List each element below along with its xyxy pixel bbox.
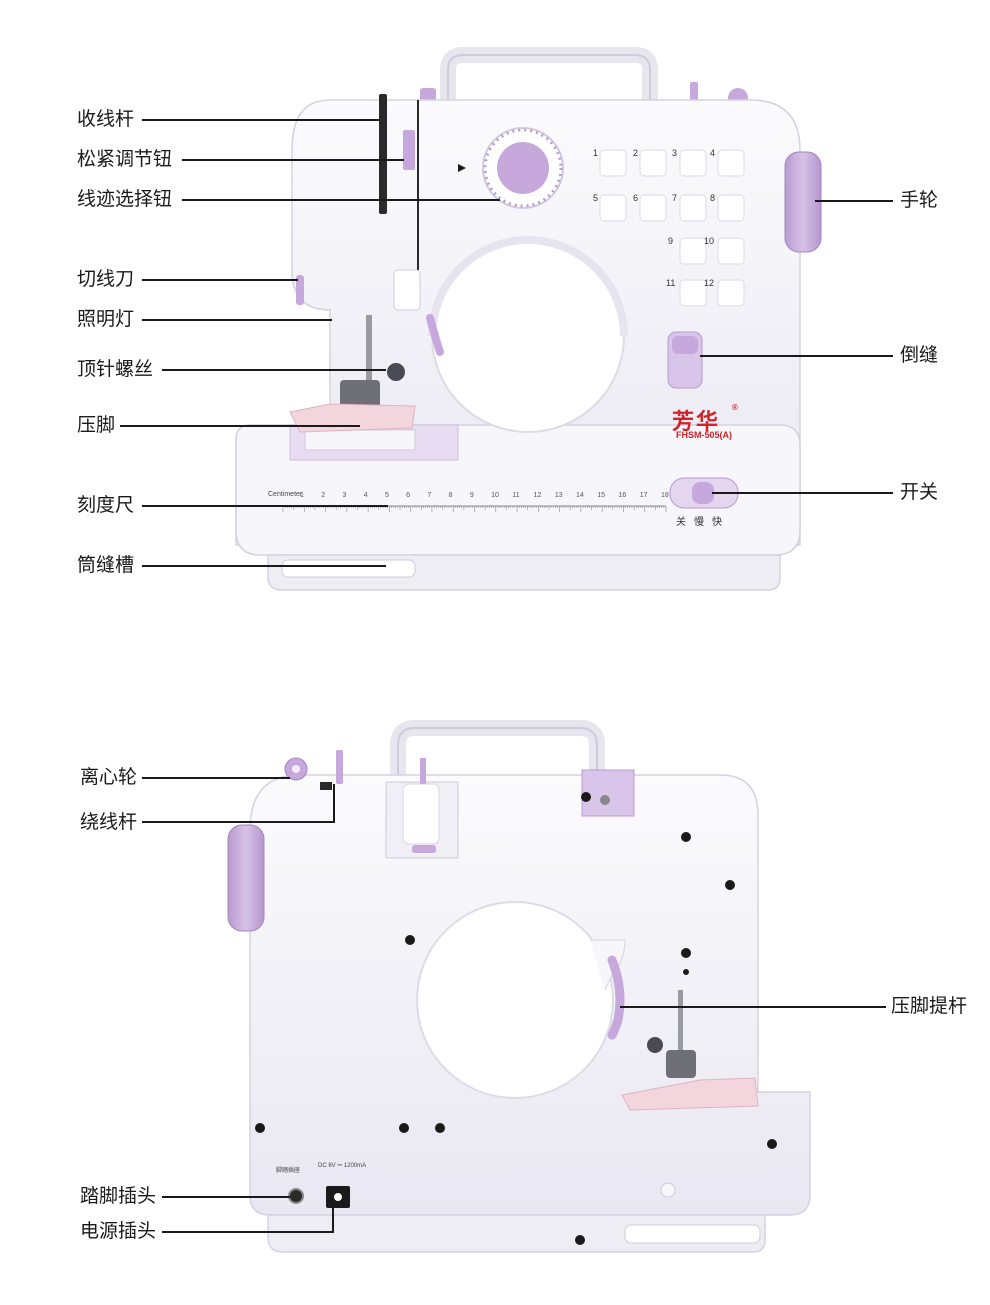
front-spool-pin-left [420,88,436,102]
back-body [249,774,811,1216]
stitch-number: 6 [633,193,639,203]
leader-needle-screw [162,369,386,371]
label-spool-wheel: 离心轮 [80,766,138,788]
label-foot-pedal-jack: 踏脚插头 [80,1185,157,1207]
ruler-number: 14 [576,492,584,499]
leader-power-jack-vertical [332,1206,334,1232]
leader-tension-dial [182,159,404,161]
stitch-number: 3 [672,148,678,158]
leader-spool-wheel [142,777,290,779]
leader-bobbin-winder-vertical [333,784,335,822]
ruler-unit: Centimeter [268,491,303,498]
stitch-number: 2 [633,148,639,158]
stitch-selector-dial [458,127,564,209]
front-spool-pin-right [690,82,698,104]
pedal-jack-shape [288,1188,304,1204]
stitch-number: 9 [668,236,674,246]
leader-light [142,319,332,321]
back-handwheel-shape [227,824,265,932]
label-presser-lifter: 压脚提杆 [891,995,968,1017]
stitch-number: 1 [593,148,599,158]
fabric-front [289,403,416,433]
switch-settings-text: 关慢快 [676,517,730,528]
label-light: 照明灯 [77,308,135,330]
ruler-number: 16 [618,492,627,499]
leader-presser-foot [120,425,360,427]
ruler-number: 5 [384,492,389,499]
leader-stitch-selector [182,199,500,201]
stitch-number: 5 [593,193,599,203]
leader-presser-lifter [620,1006,886,1008]
ruler-number: 15 [597,492,606,499]
takeup-lever-shape [379,94,387,214]
brand-logo-text: 芳华 [672,409,721,435]
label-power-switch: 开关 [900,481,939,503]
ruler-number: 6 [406,492,411,499]
brand-registered-mark: ® [732,403,738,412]
leader-reverse [700,355,893,357]
stitch-pattern-grid [599,149,745,307]
leader-thread-cutter [142,279,298,281]
ruler-number: 17 [639,492,648,499]
leader-handwheel [815,200,893,202]
tension-dial-shape [403,130,415,170]
ruler-number: 3 [342,492,347,499]
pedal-jack-text: 脚踏插座 [276,1168,301,1174]
leader-ruler [142,505,388,507]
leader-thread-takeup-lever [142,119,380,121]
needle-bar-shape [366,315,372,385]
ruler-number: 7 [427,492,432,499]
label-thread-cutter: 切线刀 [77,268,135,290]
ruler-number: 2 [321,492,326,499]
leader-power-switch [712,492,893,494]
winder-pin-shape [336,750,343,784]
ruler-number: 10 [491,492,499,499]
back-handle [390,720,605,788]
leader-bobbin-winder [142,821,335,823]
label-needle-screw: 顶针螺丝 [77,358,154,380]
ruler-number: 4 [363,492,368,499]
label-reverse: 倒缝 [900,344,939,366]
cutter-shape [296,275,304,305]
ruler-number: 11 [512,492,520,499]
screw-holes [255,792,777,1245]
label-tension-dial: 松紧调节钮 [77,148,173,170]
ruler-number: 13 [554,492,563,499]
label-thread-takeup-lever: 收线杆 [77,108,135,130]
front-handwheel-shape [784,151,822,253]
stitch-number: 11 [666,278,676,288]
presser-lifter-shape [607,955,625,1040]
label-ruler: 刻度尺 [77,494,135,516]
label-presser-foot: 压脚 [77,414,116,436]
thread-guide-shape [581,769,635,817]
fabric-back [621,1077,759,1111]
label-bobbin-winder: 绕线杆 [80,811,138,833]
ruler-number: 8 [448,492,453,499]
stitch-number: 12 [704,278,715,288]
ruler-number: 18 [661,492,669,499]
ruler-number: 12 [533,492,542,499]
label-handwheel: 手轮 [900,189,939,211]
leader-free-arm [142,565,386,567]
power-spec-text: DC 6V ⎓ 1200mA [318,1163,367,1169]
ruler-number: 1 [300,492,304,499]
model-number: FHSM-505(A) [676,430,733,440]
leader-foot-pedal-jack [162,1196,290,1198]
stitch-number: 4 [710,148,716,158]
stitch-number: 7 [672,193,678,203]
free-arm-slot [281,559,416,578]
front-handle [440,47,658,118]
label-stitch-selector: 线迹选择钮 [77,188,173,210]
leader-power-jack [162,1231,334,1233]
stitch-number: 10 [704,236,715,246]
stitch-number: 8 [710,193,716,203]
label-power-jack: 电源插头 [80,1220,157,1242]
label-free-arm: 筒缝槽 [77,554,135,576]
ruler-number: 9 [469,492,474,499]
